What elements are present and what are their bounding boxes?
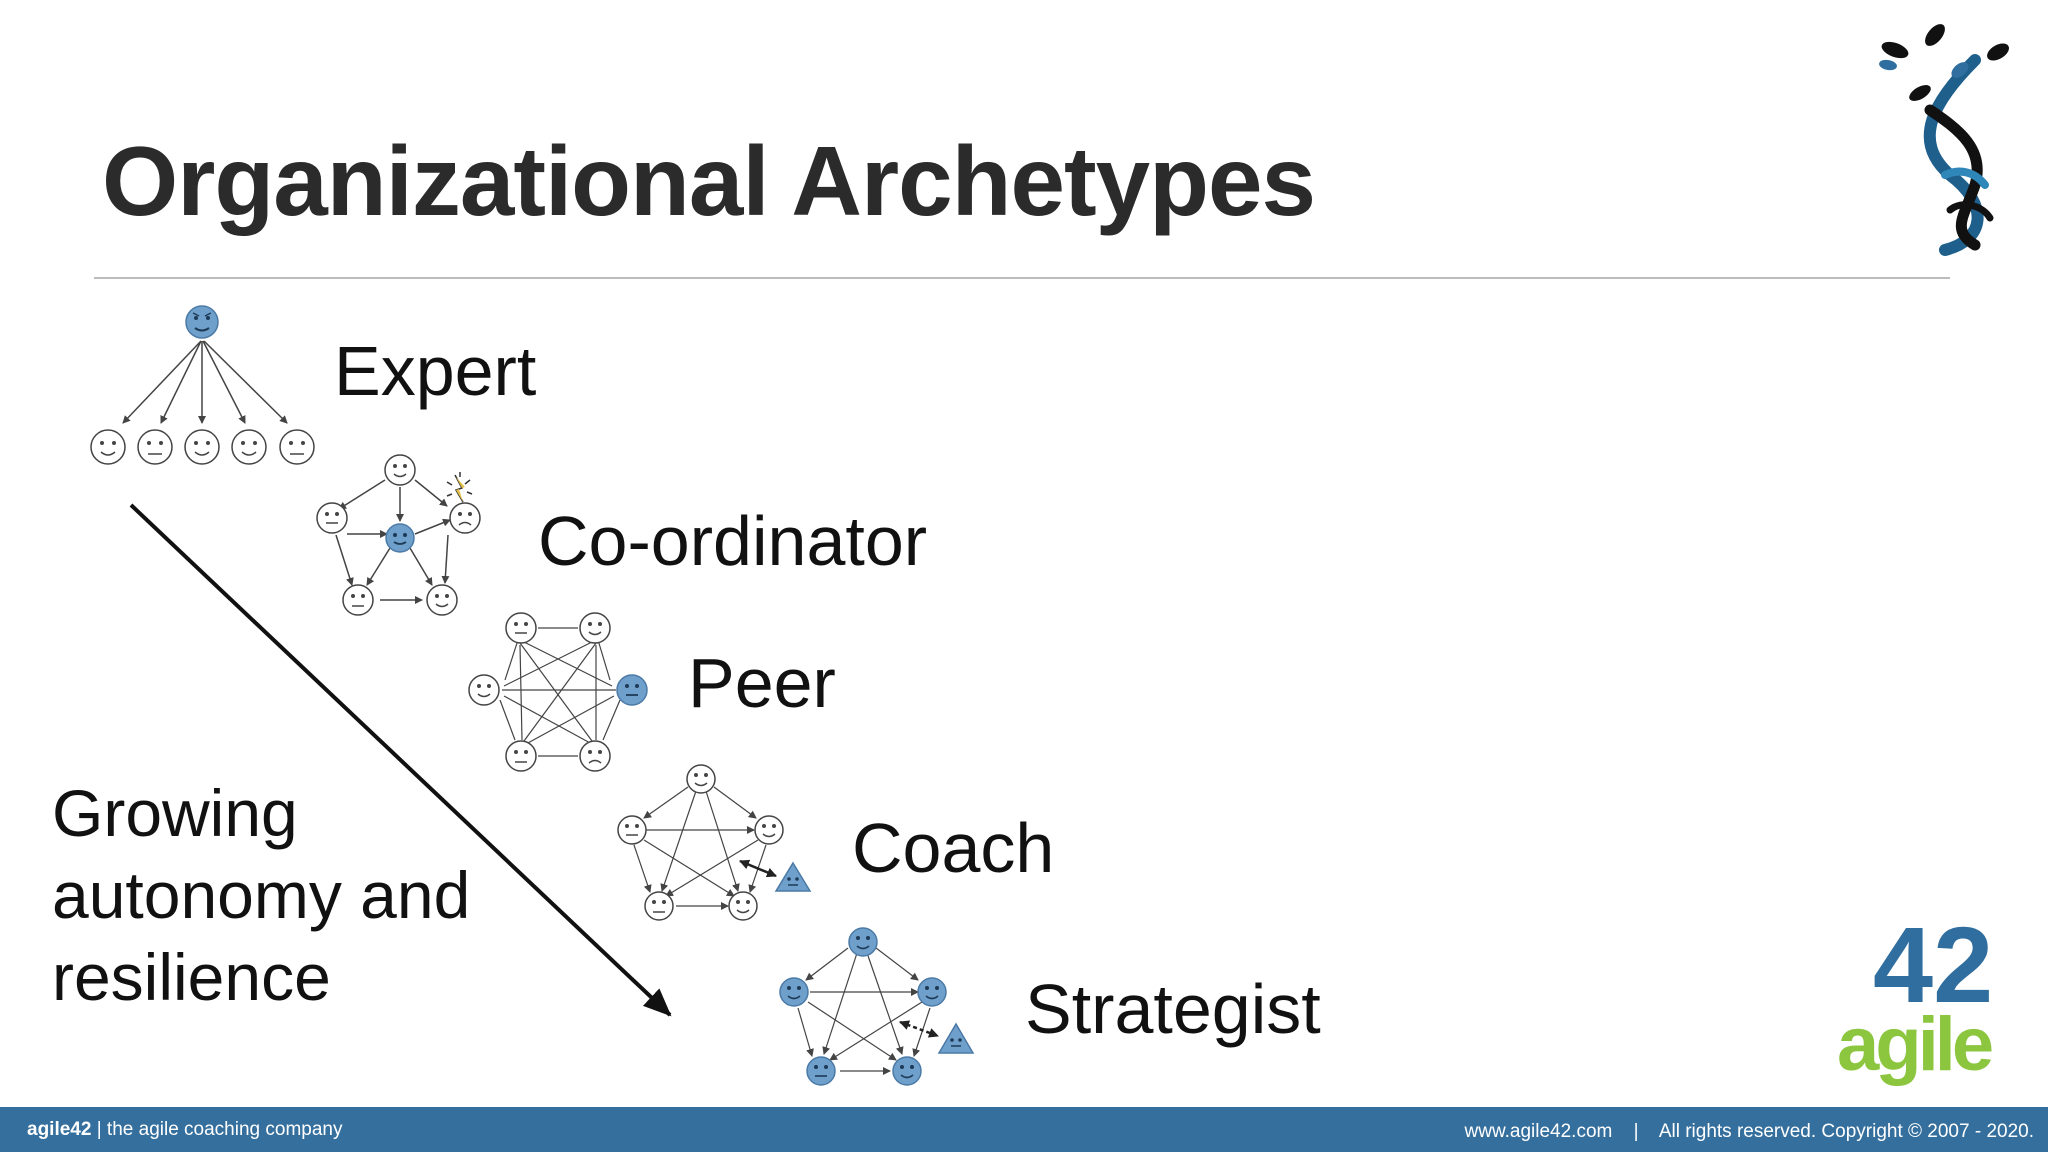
growing-line-3: resilience (52, 940, 331, 1014)
agile42-logo-number: 42 (1873, 920, 1993, 1025)
strategist-triangle (937, 1022, 975, 1054)
coordinator-center-face (385, 523, 415, 553)
footer-bar: agile42 | the agile coaching company www… (0, 1107, 2048, 1152)
label-coordinator: Co-ordinator (538, 502, 928, 580)
expert-team-faces (90, 429, 315, 465)
growing-line-1: Growing (52, 776, 298, 850)
footer-tagline: | the agile coaching company (96, 1119, 343, 1140)
growing-line-2: autonomy and (52, 858, 471, 932)
agile42-logo-word: agile (1837, 1002, 1992, 1087)
agile42-logo: 42 agile (1837, 920, 1996, 1087)
label-strategist: Strategist (1025, 970, 1321, 1048)
footer-separator: | (1633, 1121, 1639, 1142)
coordinator-diagram (335, 479, 451, 604)
conflict-icon (446, 472, 473, 503)
growing-autonomy-text: Growing autonomy and resilience (52, 772, 532, 1018)
expert-diagram (122, 340, 288, 424)
dna-plant-logo (1879, 24, 2009, 256)
strategist-diagram (797, 947, 931, 1075)
footer-left: agile42 | the agile coaching company (27, 1119, 342, 1141)
title-divider (94, 277, 1950, 279)
strategist-faces (779, 927, 947, 1086)
footer-url[interactable]: www.agile42.com (1464, 1121, 1613, 1142)
label-expert: Expert (334, 332, 537, 410)
coach-triangle (774, 861, 812, 892)
coach-diagram (633, 786, 767, 910)
peer-diagram (499, 627, 621, 757)
footer-brand: agile42 (27, 1119, 92, 1140)
label-coach: Coach (852, 809, 1055, 887)
label-peer: Peer (688, 644, 836, 722)
footer-copyright: All rights reserved. Copyright © 2007 - … (1658, 1121, 2034, 1142)
footer-right: www.agile42.com | All rights reserved. C… (1465, 1121, 2034, 1143)
slide-title: Organizational Archetypes (102, 126, 1316, 236)
archetype-diagrams (90, 24, 2009, 1086)
peer-blue-face (616, 674, 648, 706)
autonomy-arrow (129, 503, 672, 1017)
expert-leader-face (185, 305, 219, 339)
